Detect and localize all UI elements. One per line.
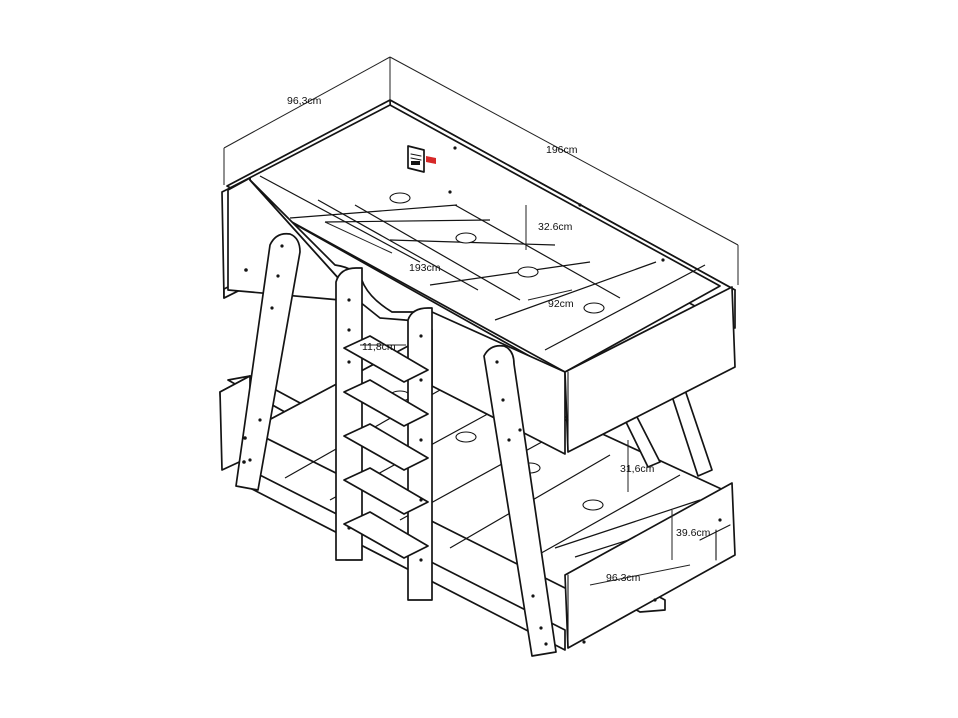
warning-label-icon <box>407 145 436 173</box>
bolt-dots <box>242 146 722 646</box>
dim-upper-rail-height: 32.6cm <box>538 221 573 233</box>
dim-length-top: 196cm <box>546 144 578 156</box>
top-dimension-lines <box>223 56 739 285</box>
dim-step-spacing: 11,8cm <box>362 341 396 353</box>
dim-bed-spacing: 31,6cm <box>620 463 655 475</box>
upper-bunk-frame <box>221 99 736 455</box>
dim-depth-bottom: 96.3cm <box>606 572 641 584</box>
dimension-labels: 96,3cm 196cm 32.6cm 193cm 92cm 11,8cm 31… <box>287 95 711 584</box>
right-angled-ladder <box>483 344 557 657</box>
central-ladder <box>335 267 433 601</box>
left-angled-ladder <box>235 232 301 491</box>
inner-dimension-guides <box>324 205 691 586</box>
dim-lower-rail-height: 39.6cm <box>676 527 711 539</box>
dim-inner-length: 193cm <box>409 262 441 274</box>
dim-inner-width: 92cm <box>548 298 574 310</box>
dim-depth-top: 96,3cm <box>287 95 322 107</box>
